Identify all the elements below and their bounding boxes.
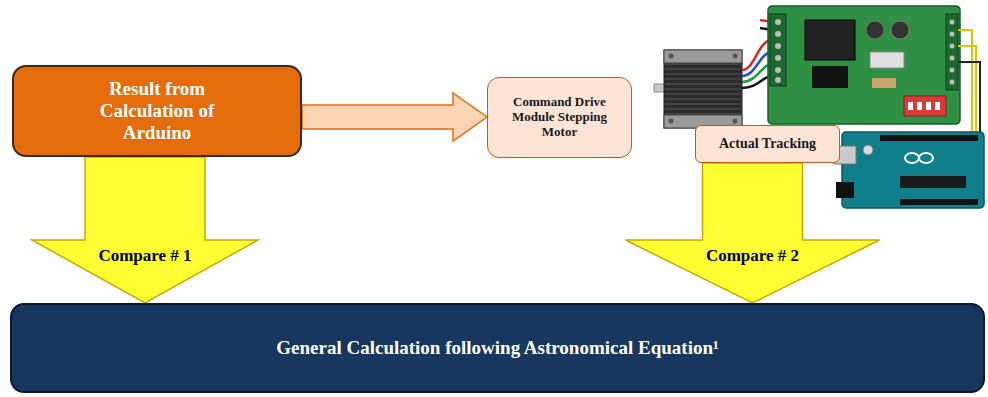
driver-board bbox=[768, 6, 960, 124]
node-text: Result from Calculation of Arduino bbox=[77, 78, 237, 144]
node-text: Actual Tracking bbox=[719, 136, 816, 152]
block-arrow bbox=[302, 93, 487, 141]
edge-label: Compare # 2 bbox=[706, 246, 799, 266]
node-text: General Calculation following Astronomic… bbox=[276, 337, 718, 359]
tracking-box: Actual Tracking bbox=[695, 125, 840, 163]
arduino-board bbox=[834, 132, 984, 208]
stepper-motor bbox=[654, 50, 742, 128]
illustration-ground bbox=[650, 0, 988, 214]
node-text: Command Drive Module Stepping Motor bbox=[511, 95, 609, 140]
edge-label: Compare # 1 bbox=[98, 246, 191, 266]
result-box: Result from Calculation of Arduino bbox=[12, 65, 302, 157]
compare-arrow bbox=[626, 163, 880, 303]
compare-arrow bbox=[32, 157, 258, 303]
calculation-band: General Calculation following Astronomic… bbox=[10, 303, 985, 393]
signal-wires bbox=[958, 30, 980, 136]
command-box: Command Drive Module Stepping Motor bbox=[487, 77, 632, 158]
